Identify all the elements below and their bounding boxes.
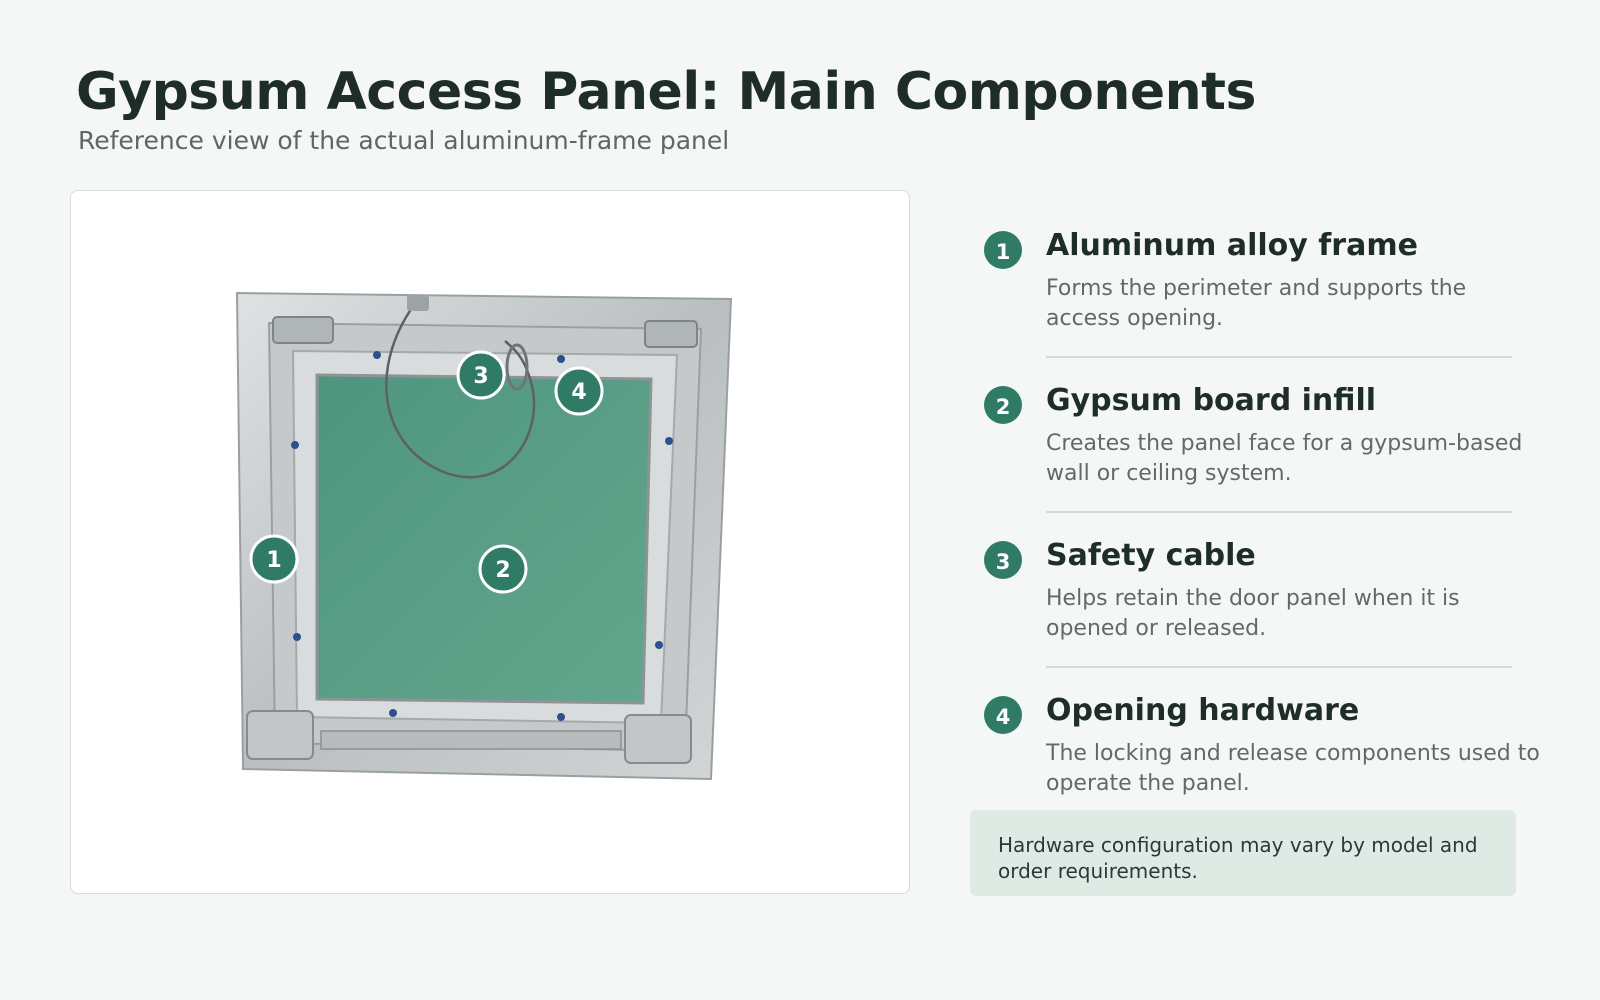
page-title: Gypsum Access Panel: Main Components: [76, 62, 1256, 122]
latch-bottom-left: [246, 710, 314, 760]
gypsum-board: [315, 373, 653, 705]
callout-2-label: 2: [495, 558, 510, 583]
component-number-badge: 2: [984, 386, 1022, 424]
callout-3-label: 3: [473, 364, 488, 389]
screw: [655, 641, 663, 649]
screw: [557, 355, 565, 363]
component-description: Helps retain the door panel when it is o…: [1046, 586, 1460, 641]
component-title: Aluminum alloy frame: [1046, 228, 1418, 263]
page-subtitle: Reference view of the actual aluminum-fr…: [78, 126, 730, 155]
latch-bottom-right: [624, 714, 692, 764]
panel-photo-card: 1 2 3 4: [70, 190, 910, 894]
callout-1: 1: [249, 534, 299, 584]
cable-anchor: [407, 295, 429, 311]
component-description: Creates the panel face for a gypsum-base…: [1046, 431, 1523, 486]
screw: [293, 633, 301, 641]
screw: [665, 437, 673, 445]
bottom-rail: [320, 730, 622, 750]
access-panel-illustration: 1 2 3 4: [235, 291, 733, 781]
screw: [389, 709, 397, 717]
component-title: Gypsum board infill: [1046, 383, 1377, 418]
callout-4: 4: [554, 366, 604, 416]
cable-clip: [505, 343, 529, 391]
component-number-badge: 1: [984, 231, 1022, 269]
callout-1-label: 1: [266, 548, 281, 573]
divider: [1046, 511, 1512, 513]
component-description: The locking and release components used …: [1046, 741, 1540, 796]
screw: [291, 441, 299, 449]
divider: [1046, 356, 1512, 358]
screw: [373, 351, 381, 359]
configuration-note: Hardware configuration may vary by model…: [970, 810, 1516, 896]
callout-2: 2: [478, 544, 528, 594]
hinge-top-left: [272, 316, 334, 344]
divider: [1046, 666, 1512, 668]
hinge-top-right: [644, 320, 698, 348]
callout-4-label: 4: [571, 380, 586, 405]
component-description: Forms the perimeter and supports the acc…: [1046, 276, 1467, 331]
component-number-badge: 4: [984, 696, 1022, 734]
callout-3: 3: [456, 350, 506, 400]
component-title: Safety cable: [1046, 538, 1256, 573]
safety-cable: [385, 300, 536, 479]
screw: [557, 713, 565, 721]
component-number-badge: 3: [984, 541, 1022, 579]
component-title: Opening hardware: [1046, 693, 1360, 728]
